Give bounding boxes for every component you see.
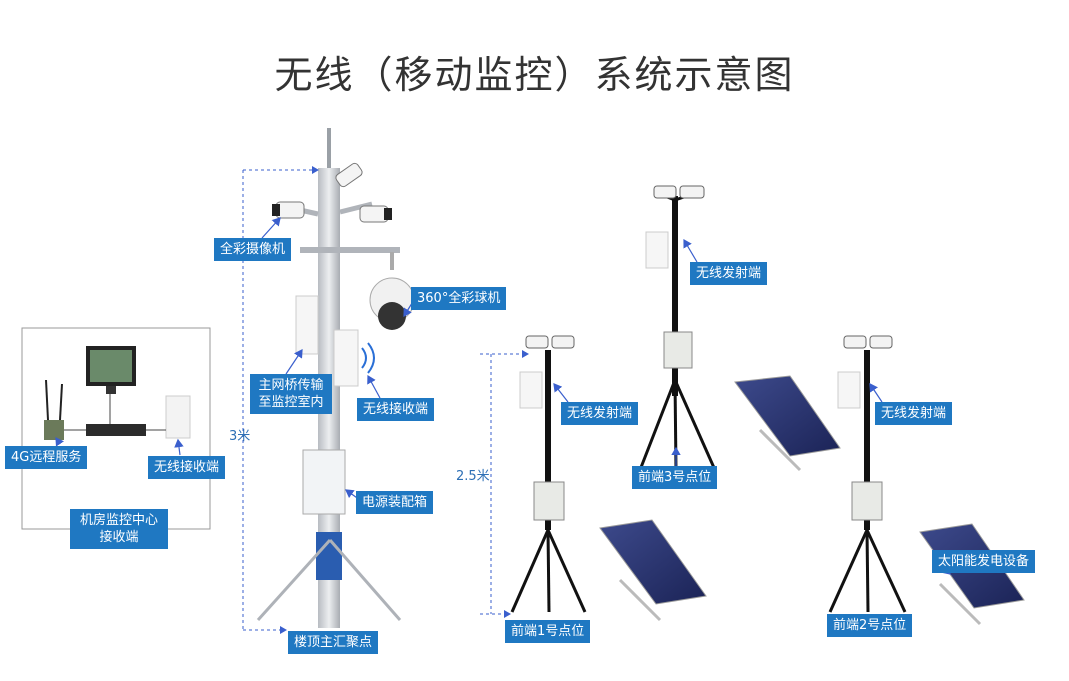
- label-dome-360: 360°全彩球机: [411, 287, 507, 310]
- label-height-3m: 3米: [229, 429, 251, 444]
- label-main-bridge: 主网桥传输至监控室内: [250, 374, 332, 414]
- height-25m-indicator: [480, 350, 529, 618]
- label-solar: 太阳能发电设备: [932, 550, 1036, 573]
- label-room-center: 机房监控中心接收端: [70, 509, 168, 549]
- label-height-25m: 2.5米: [456, 469, 490, 484]
- label-4g-service: 4G远程服务: [5, 446, 88, 469]
- label-wireless-receiver-pole: 无线接收端: [357, 398, 435, 421]
- front-point-2: [828, 335, 1025, 626]
- label-power-box: 电源装配箱: [356, 491, 434, 514]
- label-tx-3: 无线发射端: [690, 262, 768, 285]
- height-3m-indicator: [242, 166, 319, 634]
- label-rooftop-point: 楼顶主汇聚点: [288, 631, 379, 654]
- diagram-title: 无线（移动监控）系统示意图: [274, 53, 795, 97]
- label-front-2: 前端2号点位: [827, 614, 913, 637]
- label-wireless-receiver-room: 无线接收端: [148, 456, 226, 479]
- label-front-1: 前端1号点位: [505, 620, 591, 643]
- front-point-1: [510, 335, 707, 622]
- callout-arrows: [55, 217, 951, 575]
- label-front-3: 前端3号点位: [632, 466, 718, 489]
- label-tx-2: 无线发射端: [875, 402, 953, 425]
- rooftop-pole: [256, 128, 415, 628]
- front-point-3: [638, 185, 841, 472]
- label-camera-full-color: 全彩摄像机: [214, 238, 292, 261]
- label-tx-1: 无线发射端: [561, 402, 639, 425]
- room-monitoring-center: [21, 327, 211, 530]
